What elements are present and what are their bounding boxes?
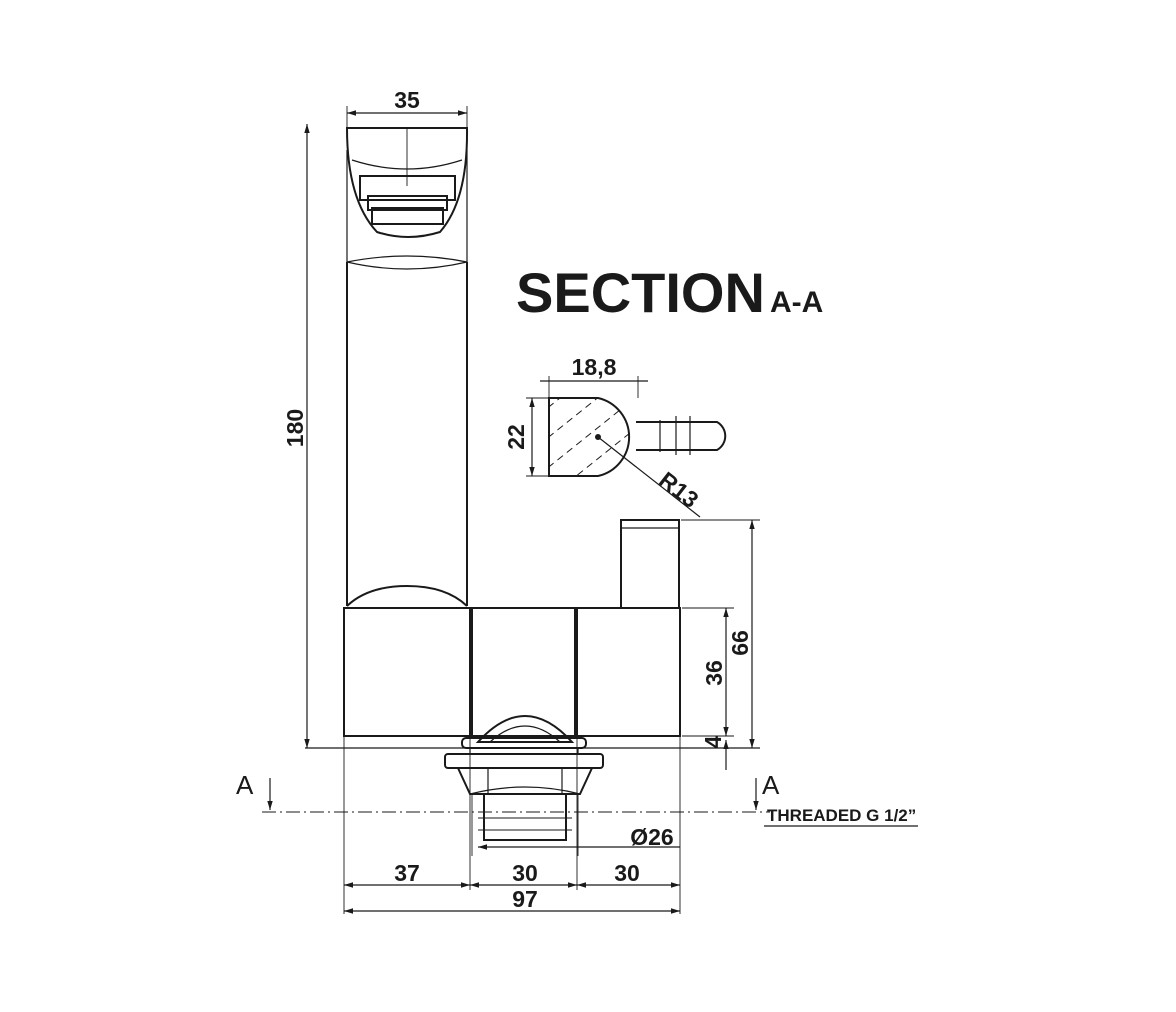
dim-total-height: 180 (282, 409, 308, 447)
section-hatching (549, 398, 630, 476)
dim-total-width: 97 (512, 886, 538, 912)
section-marker-left: A (236, 770, 254, 800)
dim-section-radius: R13 (654, 466, 703, 512)
dim-section-height: 22 (503, 424, 529, 450)
dim-section-width: 18,8 (572, 354, 617, 380)
dim-base-gap: 4 (700, 735, 726, 748)
labels: SECTION A-A 35 180 18,8 22 R13 66 36 4 Ø… (236, 87, 916, 912)
cutting-plane (262, 778, 918, 827)
section-detail (548, 397, 727, 477)
lever-handle (620, 519, 680, 609)
dim-block-height: 36 (701, 660, 727, 686)
section-title-suffix: A-A (770, 286, 823, 319)
dim-spout-width: 35 (394, 87, 420, 113)
thread-note: THREADED G 1/2” (767, 806, 916, 825)
section-marker-right: A (762, 770, 780, 800)
dimension-lines (304, 106, 760, 914)
spout (345, 127, 469, 607)
dim-handle-height: 66 (727, 630, 753, 656)
dim-left-width: 37 (394, 860, 420, 886)
section-title: SECTION (516, 261, 765, 324)
bottom-connector (444, 715, 604, 856)
dim-connector-diameter: Ø26 (630, 824, 673, 850)
dim-right-width: 30 (614, 860, 640, 886)
dim-mid-width: 30 (512, 860, 538, 886)
